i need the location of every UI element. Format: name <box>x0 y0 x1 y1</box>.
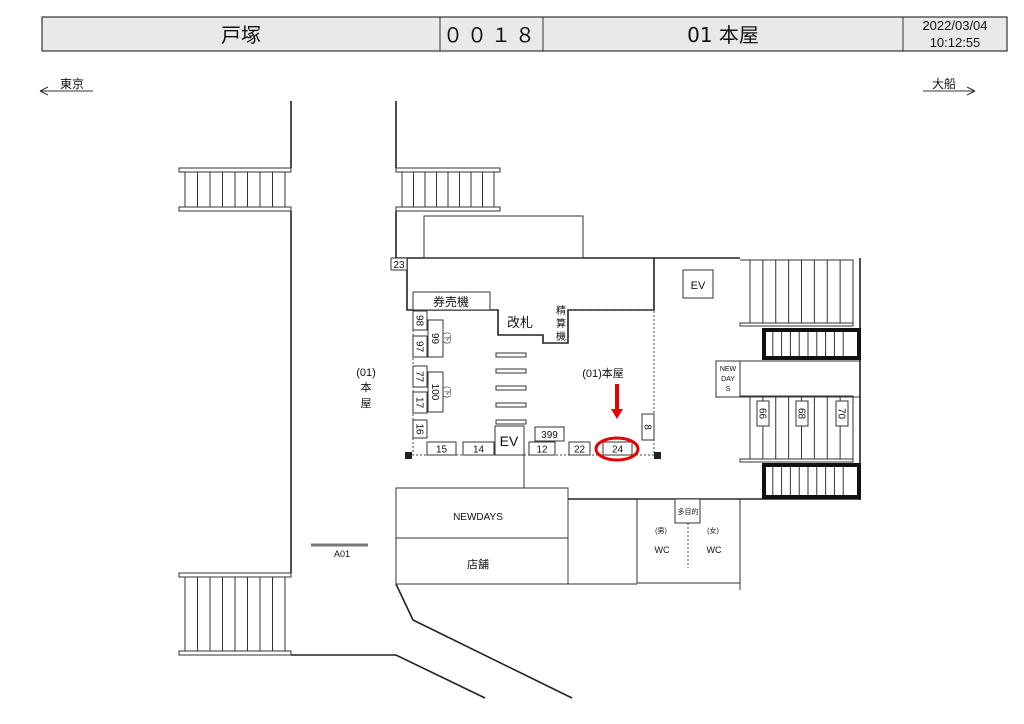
spot-label: 24 <box>612 445 624 456</box>
spot-label: 77 <box>414 371 425 383</box>
side-label: (01) 本 屋 <box>356 367 376 410</box>
svg-text:A01: A01 <box>334 549 350 559</box>
svg-text:屋: 屋 <box>361 397 372 410</box>
date-text: 2022/03/04 <box>922 18 987 33</box>
direction-right: 大船 <box>923 77 976 96</box>
ad-spot-12: 12 <box>528 441 556 456</box>
spot-label: 68 <box>796 408 807 420</box>
spot-label: 99 <box>429 333 440 345</box>
wc-women-label: WC <box>707 545 722 555</box>
spot-label: 97 <box>414 341 425 353</box>
stairs-bottom-left <box>178 572 292 656</box>
svg-text:DAY: DAY <box>721 376 735 383</box>
a01-marker: A01 <box>311 543 368 559</box>
ad-spot-17: 17 <box>412 391 428 414</box>
shop-label: 店舗 <box>467 557 489 571</box>
direction-right-label: 大船 <box>932 77 956 91</box>
svg-text:機: 機 <box>556 330 566 343</box>
ad-spot-16: 16 <box>412 419 428 439</box>
svg-text:(女): (女) <box>707 526 719 535</box>
highlight-circle <box>594 436 640 462</box>
gate-label: 改札 <box>507 315 533 330</box>
stairs-right-upper <box>739 259 854 327</box>
ad-spot-100: 100 <box>427 371 444 413</box>
right-area: EV NEW DAY S <box>682 269 860 398</box>
below-note: (下) <box>443 332 451 344</box>
stairs-top-center <box>395 167 501 212</box>
column-marker <box>654 452 661 459</box>
location-name: 01 本屋 <box>687 23 759 47</box>
ad-spot-22: 22 <box>568 441 591 456</box>
shops: NEWDAYS 店舗 <box>395 487 637 585</box>
svg-text:精: 精 <box>556 304 566 317</box>
spot-label: 17 <box>414 397 425 409</box>
svg-text:算: 算 <box>556 317 566 330</box>
svg-text:(男): (男) <box>655 527 667 535</box>
ad-spot-66: 66 <box>756 400 770 427</box>
arrow-left-icon <box>39 86 93 96</box>
direction-left: 東京 <box>39 77 93 96</box>
ad-spot-8: 8 <box>641 413 655 441</box>
spot-label: 22 <box>574 445 586 456</box>
header-bar: 戸塚 ００１８ 01 本屋 2022/03/04 10:12:55 <box>41 16 1008 52</box>
spot-label: 399 <box>541 430 558 441</box>
restrooms: 多目的 (男) (女) WC WC <box>636 498 741 590</box>
svg-text:S: S <box>726 386 731 393</box>
ad-spot-70: 70 <box>835 400 849 427</box>
ticket-machine-label: 券売機 <box>433 294 469 309</box>
ad-spot-97: 97 <box>412 335 428 358</box>
escalator-right-lower <box>762 463 861 499</box>
gate-bar <box>495 419 527 425</box>
elevator-main <box>494 425 525 456</box>
ad-spot-99: 99 <box>427 319 444 358</box>
station-name: 戸塚 <box>221 23 261 47</box>
ad-spot-24: 24 <box>602 441 633 456</box>
svg-text:NEW: NEW <box>720 366 737 373</box>
svg-text:(01): (01) <box>356 367 376 379</box>
multipurpose-label: 多目的 <box>678 507 699 516</box>
spot-label: 14 <box>473 445 485 456</box>
elevator-right <box>682 269 714 299</box>
spot-label: 15 <box>436 445 448 456</box>
column-marker <box>405 452 412 459</box>
spot-label: 8 <box>642 424 653 430</box>
gate-bar <box>495 368 527 374</box>
spot-label: 66 <box>757 408 768 420</box>
ad-spot-15: 15 <box>426 441 457 456</box>
ad-spot-77: 77 <box>412 365 428 388</box>
spot-label: 16 <box>414 423 425 435</box>
gate-bar <box>495 385 527 391</box>
newdays-label: NEWDAYS <box>453 512 503 523</box>
newdays-kiosk <box>715 360 741 398</box>
gate-bar <box>495 402 527 408</box>
ad-spot-14: 14 <box>462 441 495 456</box>
concourse: 23 券売機 改札 精 算 機 98 97 99 77 17 100 16 15 14 12 399… <box>390 257 849 488</box>
below-note: (下) <box>443 386 451 398</box>
wc-men-label: WC <box>655 545 670 555</box>
spot-label: 12 <box>536 445 548 456</box>
spot-23: 23 <box>393 260 405 271</box>
marker-label: (01)本屋 <box>582 366 624 380</box>
spot-label: 70 <box>836 408 847 420</box>
walls <box>290 101 861 699</box>
arrow-right-icon <box>923 86 976 96</box>
direction-left-label: 東京 <box>60 77 84 91</box>
spot-label: 100 <box>429 384 440 401</box>
ad-spot-98: 98 <box>412 310 428 331</box>
svg-text:EV: EV <box>691 280 706 292</box>
gate-bar <box>495 352 527 358</box>
ad-spot-399: 399 <box>534 426 565 442</box>
stairs-top-left <box>178 167 292 212</box>
svg-text:本: 本 <box>361 380 372 394</box>
ticket-machine <box>412 291 491 311</box>
ad-spot-68: 68 <box>795 400 809 427</box>
station-code: ００１８ <box>443 23 539 47</box>
escalator-right-upper <box>762 328 861 360</box>
elevator-main-label: EV <box>500 433 519 449</box>
time-text: 10:12:55 <box>930 35 981 50</box>
spot-label: 98 <box>414 315 425 327</box>
